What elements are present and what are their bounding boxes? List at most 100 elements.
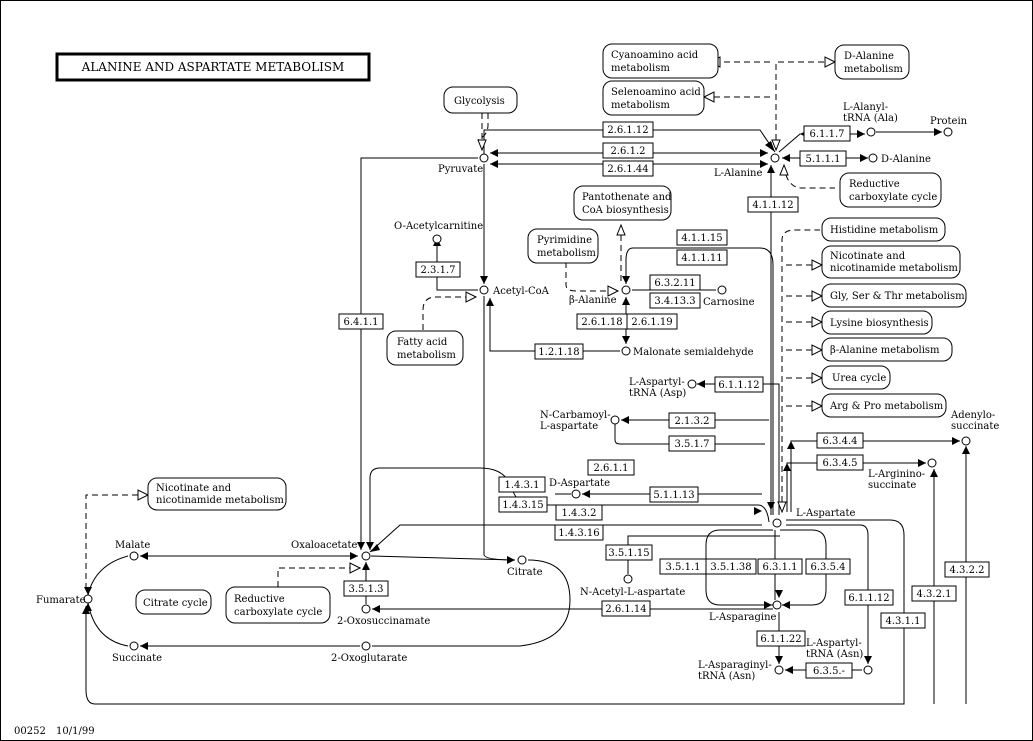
enzyme-2-6-1-14[interactable]: 2.6.1.14	[601, 600, 651, 617]
n-carbamoyl-label-2: L-aspartate	[540, 421, 598, 432]
enzyme-3-4-13-3[interactable]: 3.4.13.3	[649, 292, 701, 309]
enzyme-4-3-2-2[interactable]: 4.3.2.2	[944, 561, 990, 578]
pathway-beta-alanine[interactable]: β-Alanine metabolism	[821, 337, 953, 362]
enzyme-4-1-1-11[interactable]: 4.1.1.11	[676, 249, 728, 266]
pathway-arg-pro[interactable]: Arg & Pro metabolism	[821, 393, 947, 418]
pathway-histidine[interactable]: Histidine metabolism	[821, 217, 946, 242]
enzyme-6-3-2-11[interactable]: 6.3.2.11	[649, 274, 701, 291]
citrate-node[interactable]	[517, 555, 527, 565]
pathway-selenoamino[interactable]: Selenoamino acid metabolism	[602, 80, 705, 116]
fumarate-node[interactable]	[83, 594, 93, 604]
svg-text:3.5.1.3: 3.5.1.3	[349, 584, 384, 595]
enzyme-6-3-5-dash[interactable]: 6.3.5.-	[805, 662, 853, 679]
adenylosuccinate-node[interactable]	[961, 436, 971, 446]
pathway-fatty-acid[interactable]: Fatty acid metabolism	[386, 330, 464, 366]
oxaloacetate-label: Oxaloacetate	[291, 540, 357, 551]
enzyme-6-1-1-12-a[interactable]: 6.1.1.12	[714, 376, 764, 393]
acetyl-coa-node[interactable]	[479, 285, 489, 295]
l-aspartate-node[interactable]	[772, 518, 782, 528]
pathway-reductive-carboxylate-1[interactable]: Reductive carboxylate cycle	[839, 172, 942, 208]
beta-alanine-node[interactable]	[621, 285, 631, 295]
pathway-lysine[interactable]: Lysine biosynthesis	[821, 310, 933, 335]
svg-text:carboxylate cycle: carboxylate cycle	[234, 607, 322, 618]
enzyme-2-6-1-19[interactable]: 2.6.1.19	[626, 313, 678, 330]
pathway-nicotinate-1[interactable]: Nicotinate and nicotinamide metabolism	[821, 245, 961, 279]
enzyme-1-2-1-18[interactable]: 1.2.1.18	[534, 343, 584, 360]
enzyme-6-3-1-1[interactable]: 6.3.1.1	[757, 558, 803, 575]
enzyme-2-1-3-2[interactable]: 2.1.3.2	[668, 412, 716, 429]
l-asparaginyl-trna-node[interactable]	[774, 665, 784, 675]
enzyme-1-4-3-16[interactable]: 1.4.3.16	[554, 524, 604, 541]
enzyme-3-5-1-3[interactable]: 3.5.1.3	[343, 580, 389, 597]
succinate-node[interactable]	[129, 641, 139, 651]
enzyme-2-6-1-12[interactable]: 2.6.1.12	[602, 121, 654, 138]
svg-text:6.3.5.-: 6.3.5.-	[813, 666, 845, 677]
enzyme-3-5-1-38[interactable]: 3.5.1.38	[705, 558, 757, 575]
svg-text:D-Alanine: D-Alanine	[844, 51, 894, 62]
l-alanyl-trna-node[interactable]	[866, 127, 876, 137]
enzyme-2-6-1-1[interactable]: 2.6.1.1	[587, 459, 635, 476]
pathway-glycolysis[interactable]: Glycolysis	[443, 86, 518, 114]
enzyme-1-4-3-1[interactable]: 1.4.3.1	[498, 476, 546, 493]
d-aspartate-label: D-Aspartate	[549, 478, 610, 489]
n-acetyl-l-aspartate-node[interactable]	[623, 574, 633, 584]
l-aspartyl-trna-asn-node[interactable]	[863, 665, 873, 675]
2-oxosuccinamate-node[interactable]	[361, 604, 371, 614]
malate-node[interactable]	[129, 551, 139, 561]
enzyme-4-1-1-15[interactable]: 4.1.1.15	[676, 229, 728, 246]
l-aspartyl-trna-node[interactable]	[687, 379, 697, 389]
pathway-nicotinate-2[interactable]: Nicotinate and nicotinamide metabolism	[147, 477, 287, 511]
enzyme-3-5-1-1[interactable]: 3.5.1.1	[659, 558, 707, 575]
l-asparagine-node[interactable]	[772, 600, 782, 610]
enzyme-2-3-1-7[interactable]: 2.3.1.7	[415, 261, 461, 278]
enzyme-6-3-4-5[interactable]: 6.3.4.5	[816, 454, 864, 471]
pathway-pantothenate[interactable]: Pantothenate and CoA biosynthesis	[573, 185, 672, 221]
compound-labels: Pyruvate L-Alanine Acetyl-CoA O-Acetylca…	[36, 102, 999, 682]
pathway-reductive-carboxylate-2[interactable]: Reductive carboxylate cycle	[225, 586, 331, 624]
carnosine-node[interactable]	[717, 285, 727, 295]
pathway-citrate-cycle[interactable]: Citrate cycle	[135, 589, 212, 615]
d-alanine-node[interactable]	[868, 153, 878, 163]
pathway-d-alanine[interactable]: D-Alanine metabolism	[834, 44, 910, 80]
pyruvate-label: Pyruvate	[438, 164, 483, 175]
enzyme-3-5-1-7[interactable]: 3.5.1.7	[668, 435, 716, 452]
oxaloacetate-node[interactable]	[361, 551, 371, 561]
citrate-label: Citrate	[507, 567, 543, 578]
enzyme-5-1-1-13[interactable]: 5.1.1.13	[649, 486, 699, 503]
enzyme-5-1-1-1[interactable]: 5.1.1.1	[799, 150, 847, 167]
pathway-cyanoamino[interactable]: Cyanoamino acid metabolism	[602, 43, 719, 79]
svg-text:Urea cycle: Urea cycle	[832, 373, 886, 384]
enzyme-3-5-1-15[interactable]: 3.5.1.15	[605, 544, 653, 561]
malonate-semialdehyde-node[interactable]	[621, 346, 631, 356]
enzyme-6-3-5-4[interactable]: 6.3.5.4	[805, 558, 851, 575]
enzyme-4-3-1-1[interactable]: 4.3.1.1	[880, 612, 926, 629]
pyruvate-node[interactable]	[479, 153, 489, 163]
enzyme-4-3-2-1[interactable]: 4.3.2.1	[911, 585, 957, 602]
o-acetylcarnitine-node[interactable]	[432, 234, 442, 244]
pathway-urea-cycle[interactable]: Urea cycle	[821, 365, 891, 390]
enzyme-2-6-1-2[interactable]: 2.6.1.2	[602, 142, 654, 159]
svg-text:Glycolysis: Glycolysis	[454, 96, 505, 107]
enzyme-6-4-1-1[interactable]: 6.4.1.1	[338, 313, 384, 330]
pathway-gly-ser-thr[interactable]: Gly, Ser & Thr metabolism	[821, 283, 967, 308]
arginino-succinate-label-2: succinate	[868, 480, 916, 491]
enzyme-1-4-3-15[interactable]: 1.4.3.15	[498, 496, 548, 513]
d-aspartate-node[interactable]	[571, 489, 581, 499]
l-alanyl-trna-label-2: tRNA (Ala)	[843, 113, 898, 124]
n-carbamoyl-l-aspartate-node[interactable]	[610, 415, 620, 425]
2-oxoglutarate-node[interactable]	[361, 641, 371, 651]
l-arginino-succinate-node[interactable]	[927, 458, 937, 468]
l-alanine-node[interactable]	[770, 153, 780, 163]
enzyme-6-1-1-7[interactable]: 6.1.1.7	[803, 125, 851, 142]
enzyme-1-4-3-2[interactable]: 1.4.3.2	[555, 504, 603, 521]
enzyme-6-1-1-12-b[interactable]: 6.1.1.12	[844, 589, 894, 606]
enzyme-2-6-1-18[interactable]: 2.6.1.18	[576, 313, 628, 330]
enzyme-6-3-4-4[interactable]: 6.3.4.4	[816, 432, 864, 449]
pathway-pyrimidine[interactable]: Pyrimidine metabolism	[527, 228, 599, 264]
svg-text:2.6.1.44: 2.6.1.44	[607, 164, 648, 175]
enzyme-6-1-1-22[interactable]: 6.1.1.22	[756, 630, 806, 647]
enzyme-2-6-1-44[interactable]: 2.6.1.44	[602, 160, 654, 177]
acetyl-coa-label: Acetyl-CoA	[492, 286, 550, 297]
enzyme-4-1-1-12[interactable]: 4.1.1.12	[747, 196, 799, 213]
protein-node[interactable]	[943, 127, 953, 137]
